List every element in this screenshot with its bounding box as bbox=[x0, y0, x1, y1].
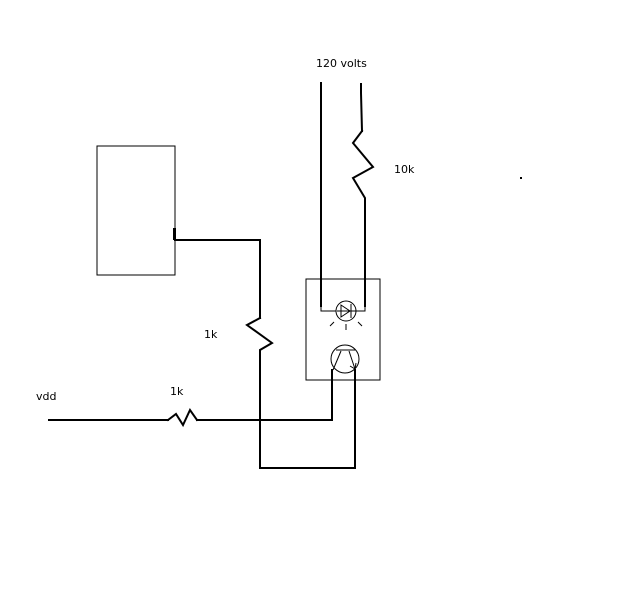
led-loop-left bbox=[320, 306, 336, 312]
npn-transistor-icon bbox=[330, 344, 360, 374]
resistor-1k-vertical bbox=[245, 316, 274, 360]
label-1k-mid: 1k bbox=[204, 328, 218, 341]
wire-control-to-1k bbox=[174, 239, 261, 319]
wire-1k-to-bottom-loop bbox=[259, 358, 356, 469]
stray-dot bbox=[520, 177, 522, 179]
wire-vdd-to-transistor bbox=[196, 369, 333, 421]
label-1k-bottom: 1k bbox=[170, 385, 184, 398]
optocoupler-package bbox=[305, 278, 381, 381]
resistor-1k-horizontal bbox=[166, 408, 199, 428]
label-vdd: vdd bbox=[36, 390, 57, 403]
control-block-pin bbox=[173, 228, 176, 240]
led-loop-right bbox=[355, 306, 366, 312]
label-10k: 10k bbox=[394, 163, 415, 176]
label-120-volts: 120 volts bbox=[316, 57, 367, 70]
led-icon bbox=[329, 300, 363, 330]
resistor-10k bbox=[351, 129, 375, 307]
supply-wire-right-upper bbox=[360, 83, 364, 133]
control-block bbox=[96, 145, 176, 276]
